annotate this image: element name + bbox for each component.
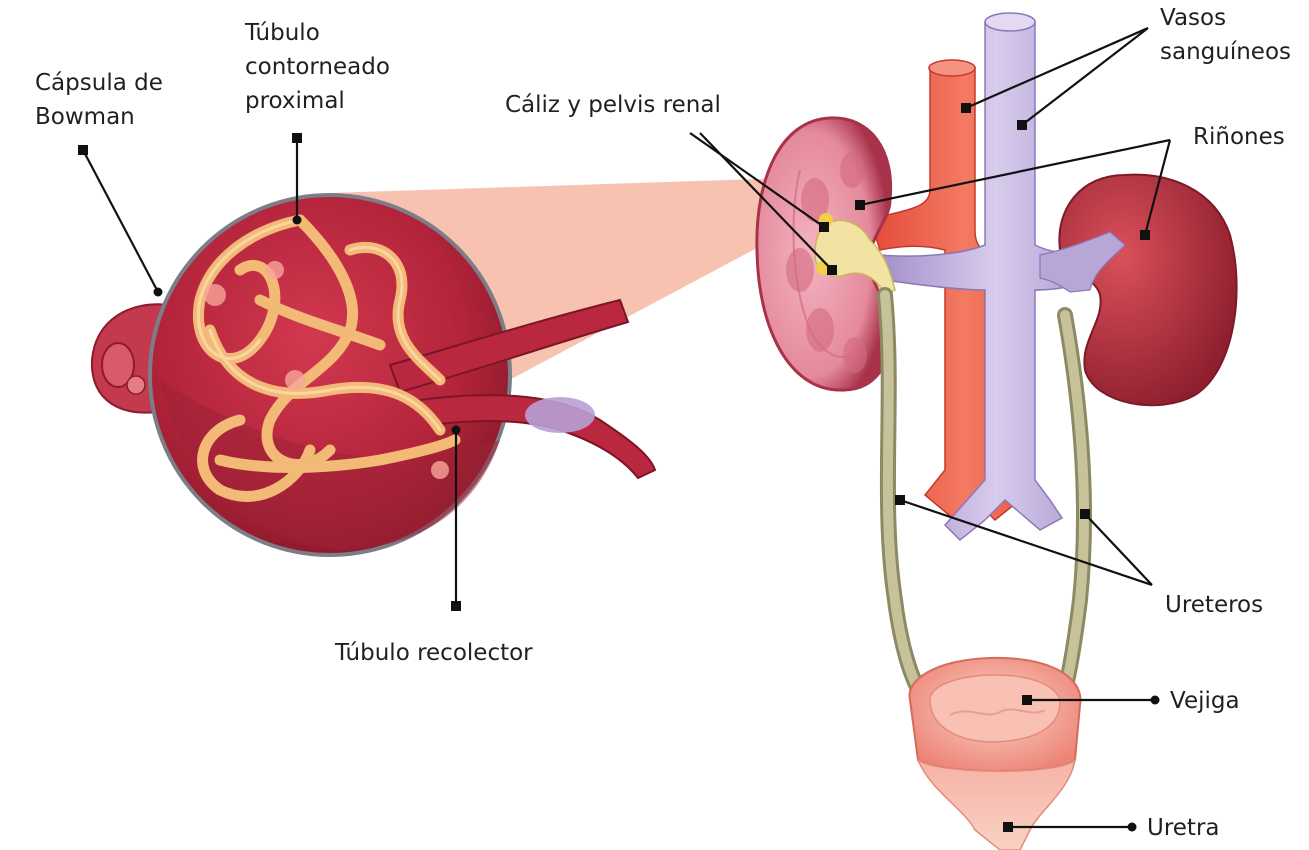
label-ureteros: Ureteros	[1165, 592, 1263, 618]
label-tubulo-proximal-line1: Túbulo	[244, 20, 320, 46]
label-tubulo-proximal-line2: contorneado	[245, 54, 390, 80]
bladder-illustration	[909, 658, 1080, 850]
label-vasos-line1: Vasos	[1160, 5, 1226, 31]
label-tubulo-proximal-line3: proximal	[245, 88, 345, 114]
label-rinones: Riñones	[1193, 124, 1285, 150]
label-tubulo-recolector: Túbulo recolector	[334, 640, 533, 666]
label-uretra: Uretra	[1147, 815, 1220, 841]
label-vejiga: Vejiga	[1170, 688, 1240, 714]
left-kidney-illustration	[757, 118, 895, 390]
label-vasos-sanguineos: Vasos sanguíneos	[1160, 5, 1291, 65]
label-tubulo-proximal: Túbulo contorneado proximal	[244, 20, 397, 114]
label-capsula-bowman-line1: Cápsula de	[35, 70, 163, 96]
label-vasos-line2: sanguíneos	[1160, 39, 1291, 65]
label-capsula-bowman-line2: Bowman	[35, 104, 135, 130]
label-capsula-bowman: Cápsula de Bowman	[35, 70, 170, 130]
label-caliz-pelvis: Cáliz y pelvis renal	[505, 92, 721, 118]
